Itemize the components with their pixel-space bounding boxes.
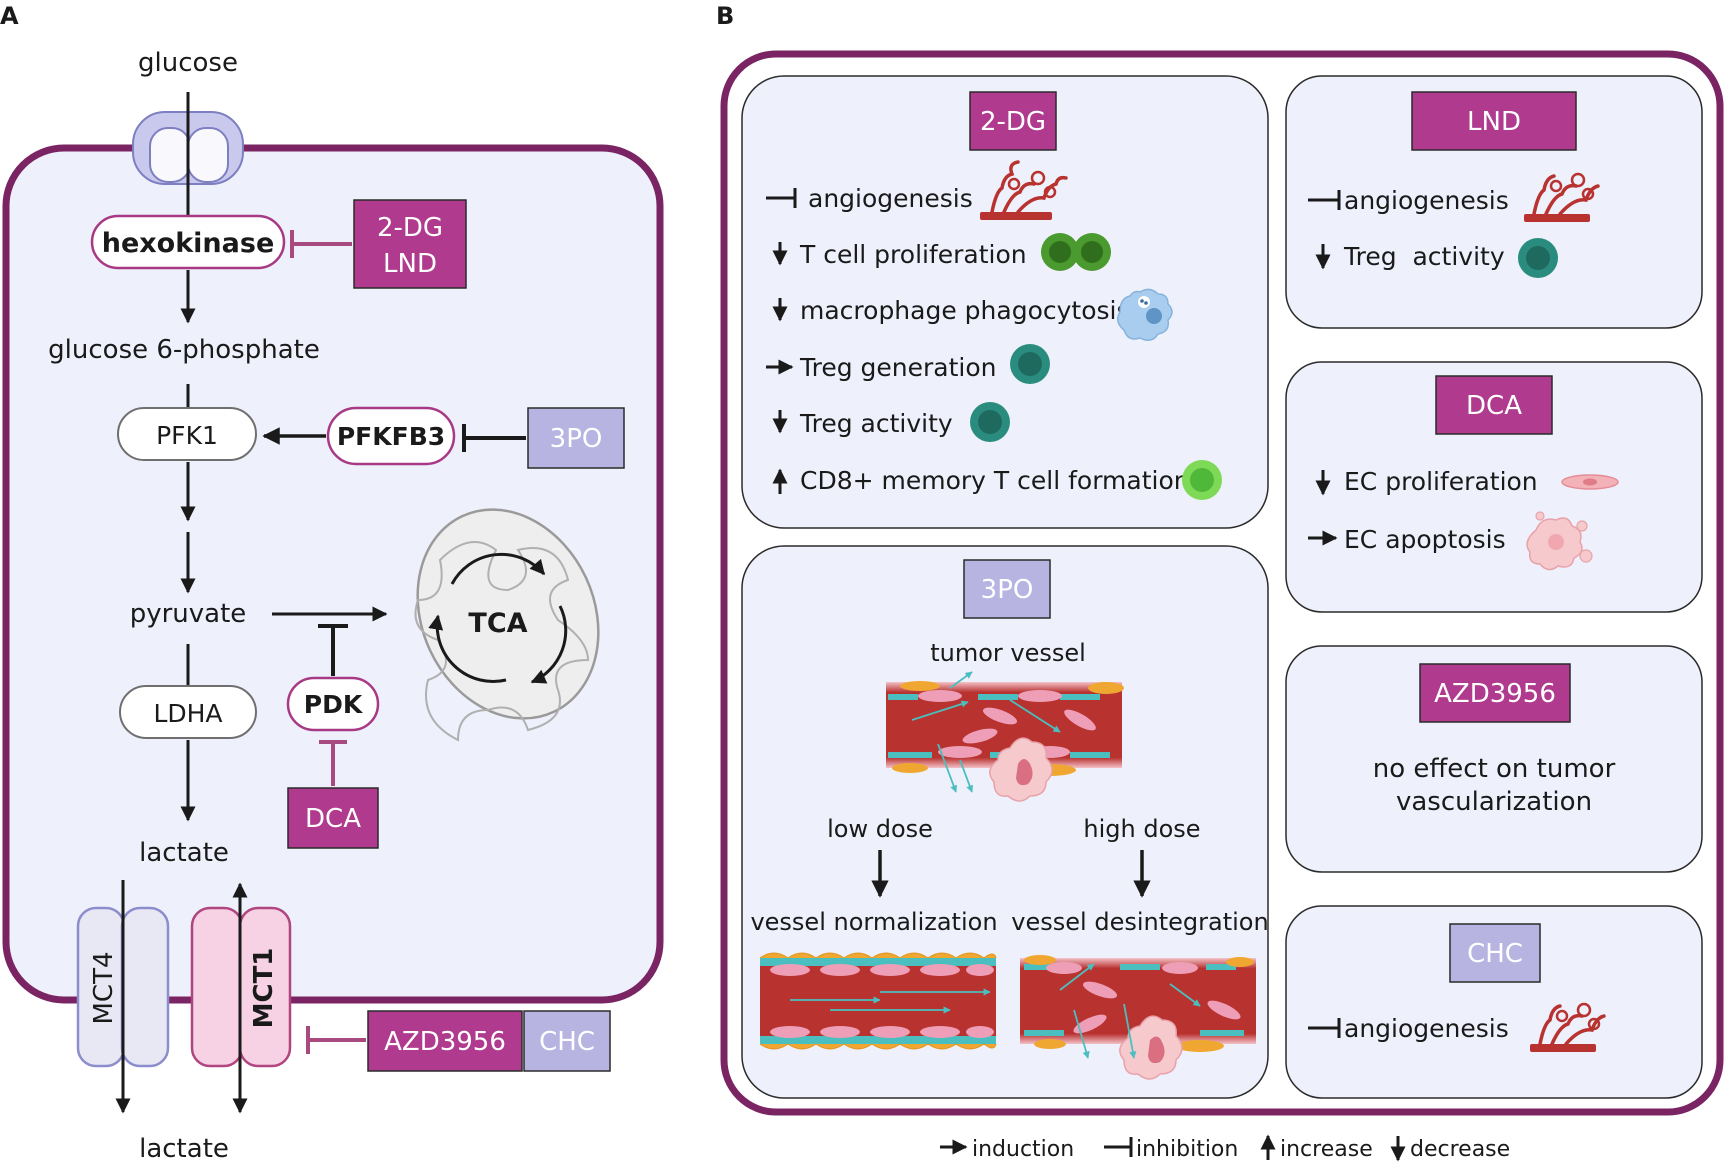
azd-effect-line2: vascularization [1396, 787, 1592, 817]
mitochondrion-icon [414, 508, 600, 742]
cell-membrane [2, 144, 664, 1004]
cd8-t-cell-icon [1182, 460, 1222, 500]
effect-text: Treg activity [1343, 242, 1505, 271]
tumor-vessel-icon [886, 671, 1124, 802]
drug-title-3po [963, 559, 1051, 619]
effect-text: angiogenesis [1344, 1014, 1509, 1043]
glucose-label: glucose [138, 48, 238, 78]
apoptotic-cell-icon [1526, 511, 1593, 571]
drug-title-3po-text: 3PO [981, 575, 1034, 605]
drug-title-lnd [1411, 91, 1577, 151]
effect-text: angiogenesis [808, 184, 973, 213]
effect-text: EC proliferation [1344, 467, 1538, 496]
lactate-out-label: lactate [139, 1134, 229, 1163]
drug-title-lnd-text: LND [1467, 107, 1521, 137]
drug-title-2dg-text: 2-DG [980, 107, 1046, 137]
disintegrated-vessel-icon [1020, 955, 1256, 1080]
hexokinase-enzyme [90, 214, 286, 270]
drug-title-azd-text: AZD3956 [1434, 679, 1556, 709]
normalized-vessel-icon [759, 952, 997, 1050]
legend-inhibition-text: inhibition [1136, 1137, 1238, 1162]
drug-title-azd [1419, 663, 1571, 723]
drug-title-2dg [969, 91, 1057, 151]
legend-decrease-text: decrease [1410, 1137, 1510, 1162]
pfkfb3-enzyme [326, 406, 456, 466]
box-2dg: 2-DG angiogenesis T cell proliferation [741, 75, 1269, 529]
pfk1-enzyme [117, 407, 257, 461]
panel-a: A glucose hexokinase 2-DG LND glucose 6-… [0, 2, 664, 1163]
effect-text: T cell proliferation [799, 240, 1027, 269]
hexokinase-label: hexokinase [102, 228, 275, 259]
pfkfb3-label: PFKFB3 [337, 422, 445, 451]
drug-box-azd-a [367, 1010, 523, 1072]
mct4-label: MCT4 [89, 951, 119, 1024]
pfk1-label: PFK1 [156, 421, 218, 450]
box-azd: AZD3956 no effect on tumor vascularizati… [1285, 645, 1703, 873]
drug-azd-text-a: AZD3956 [384, 1027, 506, 1057]
drug-box-3po-a [527, 407, 625, 469]
mct1-transporter-icon [190, 906, 292, 1068]
vessel-normalization-label: vessel normalization [750, 908, 997, 936]
pdk-label: PDK [304, 690, 364, 719]
effect-text: Treg activity [799, 409, 953, 438]
drug-title-dca-text: DCA [1466, 391, 1522, 421]
macrophage-icon [1117, 288, 1173, 341]
panel-b-label: B [716, 2, 734, 30]
tumor-vessel-label: tumor vessel [930, 639, 1086, 667]
drug-dca-text-a: DCA [305, 804, 361, 834]
ldha-label: LDHA [153, 699, 222, 728]
drug-title-dca [1435, 375, 1553, 435]
g6p-label: glucose 6-phosphate [48, 335, 320, 365]
pdk-enzyme [286, 676, 380, 732]
tca-cycle-arrow [530, 605, 568, 684]
lactate-in-label: lactate [139, 838, 229, 868]
box-dca: DCA EC proliferation EC apoptosis [1285, 361, 1703, 613]
legend-increase-text: increase [1280, 1137, 1373, 1162]
vessel-branch-icon [980, 160, 1068, 220]
box-3po: 3PO tumor vessel [741, 545, 1269, 1099]
effect-text: EC apoptosis [1344, 525, 1506, 554]
pyruvate-label: pyruvate [130, 599, 247, 629]
drug-box-dca-a [287, 787, 379, 849]
box-lnd: LND angiogenesis Treg activity [1285, 75, 1703, 329]
treg-cell-icon [1518, 238, 1558, 278]
drug-lnd-text: LND [383, 249, 437, 279]
low-dose-label: low dose [827, 815, 933, 843]
drug-3po-text-a: 3PO [550, 424, 603, 454]
tca-cycle-arrow [428, 614, 507, 683]
vessel-branch-icon [1530, 1002, 1606, 1052]
effect-text: angiogenesis [1344, 186, 1509, 215]
drug-box-2dg-lnd [353, 199, 467, 289]
azd-effect-line1: no effect on tumor [1373, 754, 1616, 784]
drug-title-chc-text: CHC [1467, 939, 1523, 969]
panel-a-label: A [0, 2, 19, 30]
drug-box-chc-a [523, 1010, 611, 1072]
legend-induction-text: induction [972, 1137, 1074, 1162]
box-chc: CHC angiogenesis [1285, 905, 1703, 1099]
effect-text: macrophage phagocytosis [800, 296, 1130, 325]
effect-text: CD8+ memory T cell formation [800, 466, 1190, 495]
ldha-enzyme [119, 685, 257, 739]
tca-label: TCA [468, 608, 527, 639]
panel-b: B 2-DG angiogenesis T cell proliferation [716, 2, 1724, 1116]
mct4-transporter-icon [76, 906, 170, 1068]
treg-cell-icon [970, 402, 1010, 442]
effect-text: Treg generation [799, 353, 996, 382]
tca-cycle-arrow [450, 552, 546, 585]
endothelial-cell-icon [1561, 474, 1619, 490]
vessel-desintegration-label: vessel desintegration [1011, 908, 1268, 936]
dividing-t-cell-icon [1041, 233, 1111, 271]
legend: induction inhibition increase decrease [940, 1134, 1510, 1162]
treg-cell-icon [1010, 344, 1050, 384]
drug-title-chc [1449, 923, 1541, 983]
mct1-label: MCT1 [249, 948, 279, 1029]
high-dose-label: high dose [1083, 815, 1200, 843]
drug-2dg-text: 2-DG [377, 213, 443, 243]
drug-chc-text-a: CHC [539, 1027, 595, 1057]
vessel-branch-icon [1524, 172, 1600, 222]
